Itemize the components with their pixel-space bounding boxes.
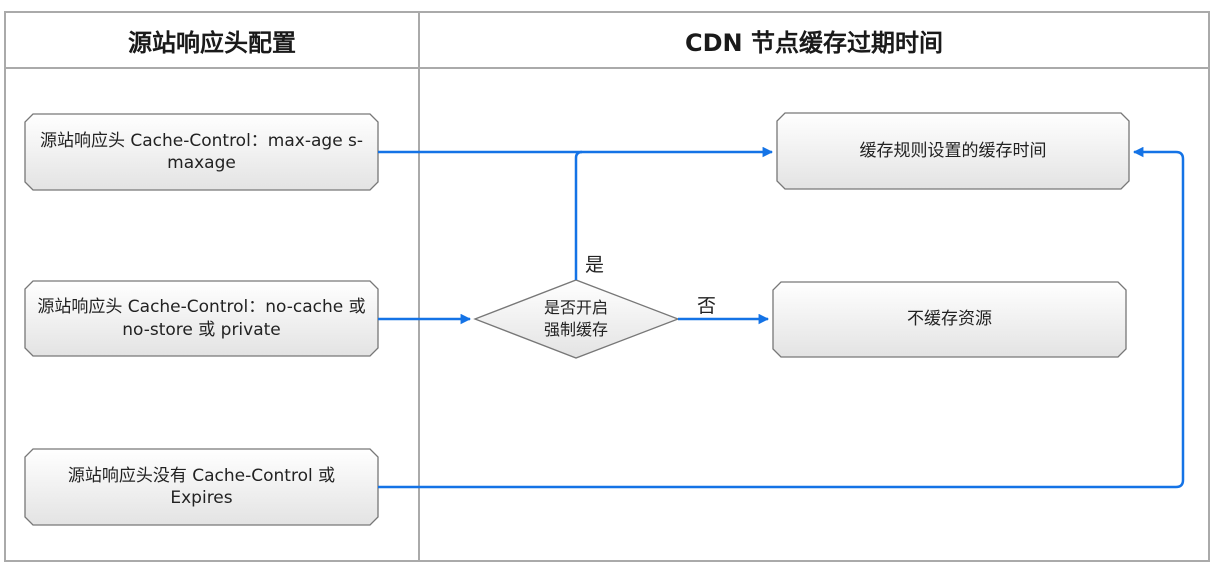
result-text-no-cache: 不缓存资源 <box>907 309 992 330</box>
source-text-no-cache: 源站响应头 Cache-Control：no-cache 或 no-store … <box>37 297 366 340</box>
result-box-rule-time <box>776 112 1130 190</box>
source-text-max-age: 源站响应头 Cache-Control：max-age s-maxage <box>39 130 364 173</box>
column-header-origin: 源站响应头配置 <box>128 28 296 57</box>
result-box-no-cache <box>772 281 1127 358</box>
column-header-cdn: CDN 节点缓存过期时间 <box>685 28 943 57</box>
table-frame <box>4 11 1210 562</box>
source-box-no-header <box>24 448 379 526</box>
source-text-no-header: 源站响应头没有 Cache-Control 或 Expires <box>67 465 336 508</box>
result-text-rule-time: 缓存规则设置的缓存时间 <box>859 140 1047 161</box>
arrow-no-header-to-rule-time <box>378 146 1185 489</box>
arrow-yes-to-rule-time <box>574 150 583 280</box>
label-yes: 是 <box>585 254 605 276</box>
source-box-no-cache <box>24 280 379 357</box>
decision-text: 是否开启强制缓存 <box>543 298 608 339</box>
source-box-max-age <box>24 113 379 191</box>
label-no: 否 <box>697 295 717 317</box>
